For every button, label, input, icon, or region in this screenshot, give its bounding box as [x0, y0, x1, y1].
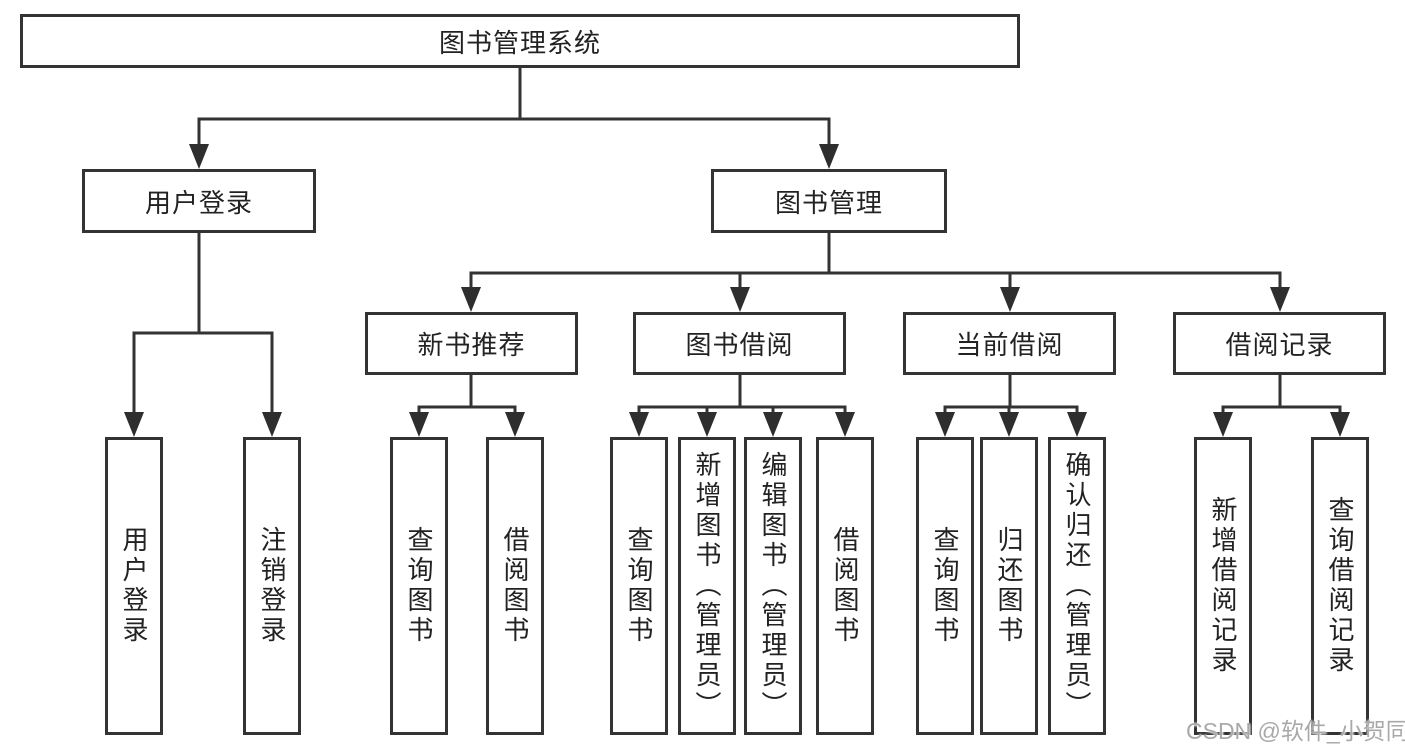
csdn-watermark: CSDN @软件_小贺同学 — [1186, 718, 1405, 744]
node-leaf-user-login-label: 用户登录 — [119, 526, 149, 646]
node-leaf-user-login: 用户登录 — [105, 437, 163, 735]
node-leaf-query-books-current-label: 查询图书 — [930, 526, 960, 646]
node-leaf-return-books: 归还图书 — [980, 437, 1038, 735]
node-root-label: 图书管理系统 — [438, 27, 601, 58]
node-leaf-query-borrow-record: 查询借阅记录 — [1311, 437, 1369, 735]
node-current-borrow: 当前借阅 — [903, 312, 1116, 375]
node-leaf-query-books-borrow-label: 查询图书 — [624, 526, 654, 646]
node-borrow-record: 借阅记录 — [1173, 312, 1386, 375]
node-user-login: 用户登录 — [82, 169, 316, 233]
node-new-book-recommend-label: 新书推荐 — [417, 330, 526, 360]
node-leaf-borrow-books-borrow: 借阅图书 — [816, 437, 874, 735]
node-new-book-recommend: 新书推荐 — [365, 312, 578, 375]
node-leaf-add-borrow-record: 新增借阅记录 — [1194, 437, 1252, 735]
node-leaf-confirm-return-admin: 确认归还（管理员） — [1048, 437, 1106, 735]
node-book-borrow: 图书借阅 — [633, 312, 846, 375]
node-leaf-logout: 注销登录 — [243, 437, 301, 735]
node-leaf-borrow-books-recommend: 借阅图书 — [486, 437, 544, 735]
arrowheads — [124, 144, 1350, 437]
node-leaf-query-books-borrow: 查询图书 — [610, 437, 668, 735]
node-book-management: 图书管理 — [711, 169, 947, 233]
node-leaf-borrow-books-borrow-label: 借阅图书 — [830, 526, 860, 646]
node-leaf-query-books-recommend: 查询图书 — [390, 437, 448, 735]
node-leaf-logout-label: 注销登录 — [257, 526, 287, 646]
node-leaf-query-borrow-record-label: 查询借阅记录 — [1325, 496, 1355, 676]
node-leaf-confirm-return-admin-label: 确认归还（管理员） — [1062, 451, 1092, 721]
node-borrow-record-label: 借阅记录 — [1225, 330, 1334, 360]
node-user-login-label: 用户登录 — [144, 187, 253, 218]
node-leaf-add-books-admin: 新增图书（管理员） — [678, 437, 736, 735]
node-leaf-borrow-books-recommend-label: 借阅图书 — [500, 526, 530, 646]
node-leaf-return-books-label: 归还图书 — [994, 526, 1024, 646]
node-leaf-edit-books-admin-label: 编辑图书（管理员） — [758, 451, 788, 721]
node-book-borrow-label: 图书借阅 — [685, 330, 794, 360]
node-leaf-edit-books-admin: 编辑图书（管理员） — [744, 437, 802, 735]
node-book-management-label: 图书管理 — [774, 187, 883, 218]
node-leaf-query-books-current: 查询图书 — [916, 437, 974, 735]
node-leaf-add-borrow-record-label: 新增借阅记录 — [1208, 496, 1238, 676]
node-current-borrow-label: 当前借阅 — [955, 330, 1064, 360]
node-leaf-query-books-recommend-label: 查询图书 — [404, 526, 434, 646]
node-root-system: 图书管理系统 — [20, 14, 1020, 68]
node-leaf-add-books-admin-label: 新增图书（管理员） — [692, 451, 722, 721]
